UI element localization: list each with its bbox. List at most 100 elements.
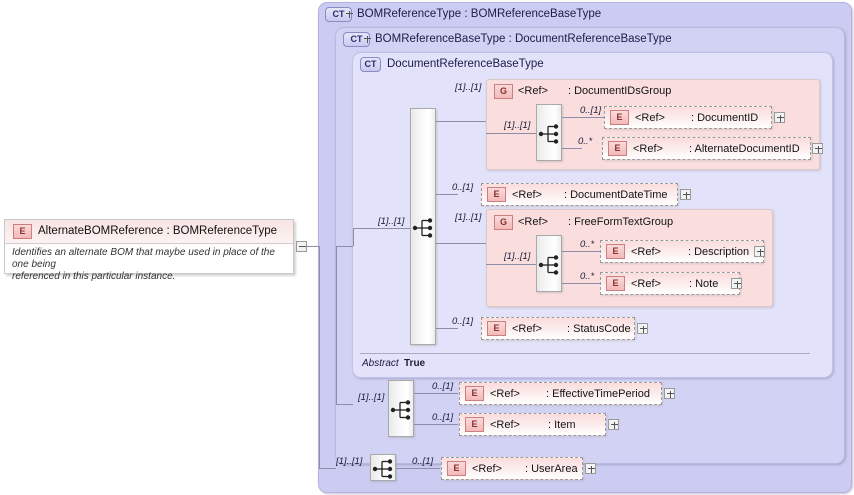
connector-documentidsgroup-in [486,133,536,134]
cardinality-documentid: 0..[1] [580,105,602,116]
g-badge-documentidsgroup: G [494,84,513,99]
connector-root-stub [307,246,319,247]
cardinality-userarea: 0..[1] [412,456,434,467]
e-badge-description: E [606,244,625,259]
cardinality-effectivetimeperiod: 0..[1] [432,381,454,392]
e-badge-documentid: E [610,110,629,125]
element-box-documentdatetime[interactable]: E <Ref> : DocumentDateTime [481,183,678,206]
connector-to-documentid [562,117,604,118]
sequence-icon [538,124,559,144]
cardinality-freeformtextgroup: [1]..[1] [455,212,482,223]
connector-to-effectivetimeperiod [414,393,458,394]
element-ref-documentid: <Ref> [635,112,665,124]
group-name-documentidsgroup: : DocumentIDsGroup [568,85,672,97]
cardinality-description: 0..* [580,239,595,250]
ct-title-bomreferencetype: BOMReferenceType : BOMReferenceBaseType [357,8,602,20]
element-name-effectivetimeperiod: : EffectiveTimePeriod [546,388,650,400]
ct-title-bomreferencebasetype: BOMReferenceBaseType : DocumentReference… [375,33,672,45]
expander-documentdatetime[interactable] [680,189,691,200]
connector-to-note [562,283,600,284]
element-box-userarea[interactable]: E <Ref> : UserArea [441,457,583,480]
sequence-icon [538,255,559,275]
connector-main-to-statuscode [436,328,458,329]
expander-description[interactable] [754,246,765,257]
sequence-compositor-freeformtextgroup[interactable] [536,235,562,292]
connector-trunk-outer [319,246,320,468]
connector-main-to-documentdatetime [436,194,458,195]
sequence-icon [390,400,411,420]
expander-statuscode[interactable] [637,323,648,334]
element-name-item: : Item [548,419,576,431]
element-name-description: : Description [688,246,750,258]
expander-effectivetimeperiod[interactable] [664,388,675,399]
ct-badge-documentreferencebasetype[interactable]: CT [360,57,381,72]
abstract-divider [360,353,810,354]
ct-badge-bomreferencebasetype[interactable]: CT [343,32,370,47]
element-box-description[interactable]: E <Ref> : Description [600,240,764,263]
cardinality-alternatedocumentid: 0..* [578,136,593,147]
e-badge-alternatedocumentid: E [608,141,627,156]
sequence-compositor-main[interactable] [410,108,436,345]
ct-expander-bomreferencetype[interactable] [344,9,353,20]
cardinality-freeformtextgroup-inner: [1]..[1] [504,251,531,262]
element-box-statuscode[interactable]: E <Ref> : StatusCode [481,317,635,340]
e-badge-documentdatetime: E [487,187,506,202]
cardinality-main-sequence: [1]..[1] [378,216,405,227]
root-element-annotation: Identifies an alternate BOM that maybe u… [12,247,275,282]
connector-main-to-documentidsgroup [436,121,486,122]
abstract-label: Abstract [362,358,399,369]
connector-to-alternatedocumentid [562,148,582,149]
element-box-documentid[interactable]: E <Ref> : DocumentID [604,106,772,129]
ct-badge-bomreferencetype[interactable]: CT [325,7,352,22]
connector-trunk-inner [353,228,354,246]
element-name-documentid: : DocumentID [691,112,759,124]
abstract-value: True [404,358,426,369]
e-badge-effectivetimeperiod: E [465,386,484,401]
sequence-compositor-documentidsgroup[interactable] [536,104,562,161]
g-badge-freeformtextgroup: G [494,215,513,230]
root-element-header: E AlternateBOMReference : BOMReferenceTy… [5,220,293,244]
element-ref-item: <Ref> [490,419,520,431]
root-element-collapse-expander[interactable] [296,241,307,252]
element-box-alternatedocumentid[interactable]: E <Ref> : AlternateDocumentID [602,137,811,160]
ct-expander-bomreferencebasetype[interactable] [362,34,371,45]
element-ref-note: <Ref> [631,278,661,290]
connector-trunk-join [336,246,353,247]
ct-title-documentreferencebasetype: DocumentReferenceBaseType [387,58,544,70]
element-box-effectivetimeperiod[interactable]: E <Ref> : EffectiveTimePeriod [459,382,662,405]
element-name-userarea: : UserArea [525,463,578,475]
cardinality-third-sequence: [1]..[1] [336,456,363,467]
connector-to-main-seq [353,228,410,229]
element-box-note[interactable]: E <Ref> : Note [600,272,740,295]
element-ref-description: <Ref> [631,246,661,258]
element-box-item[interactable]: E <Ref> : Item [459,413,606,436]
connector-main-to-freeformtextgroup [436,243,486,244]
cardinality-documentdatetime: 0..[1] [452,182,474,193]
connector-to-description [562,251,600,252]
sequence-compositor-third[interactable] [370,454,396,481]
connector-to-item [414,424,458,425]
cardinality-second-sequence: [1]..[1] [358,392,385,403]
expander-userarea[interactable] [585,463,596,474]
root-element-title: AlternateBOMReference : BOMReferenceType [38,225,278,237]
sequence-icon [372,459,393,479]
element-ref-effectivetimeperiod: <Ref> [490,388,520,400]
connector-freeformtextgroup-in [486,264,536,265]
sequence-compositor-second[interactable] [388,380,414,437]
cardinality-item: 0..[1] [432,412,454,423]
e-badge-userarea: E [447,461,466,476]
sequence-icon [412,218,433,238]
expander-alternatedocumentid[interactable] [812,143,823,154]
element-name-documentdatetime: : DocumentDateTime [564,189,668,201]
expander-documentid[interactable] [774,112,785,123]
cardinality-statuscode: 0..[1] [452,316,474,327]
element-name-statuscode: : StatusCode [567,323,631,335]
element-name-note: : Note [689,278,719,290]
root-element-box[interactable]: E AlternateBOMReference : BOMReferenceTy… [4,219,294,282]
e-badge-note: E [606,276,625,291]
expander-note[interactable] [731,278,742,289]
expander-item[interactable] [608,419,619,430]
connector-trunk-mid [336,246,337,404]
group-name-freeformtextgroup: : FreeFormTextGroup [568,216,674,228]
